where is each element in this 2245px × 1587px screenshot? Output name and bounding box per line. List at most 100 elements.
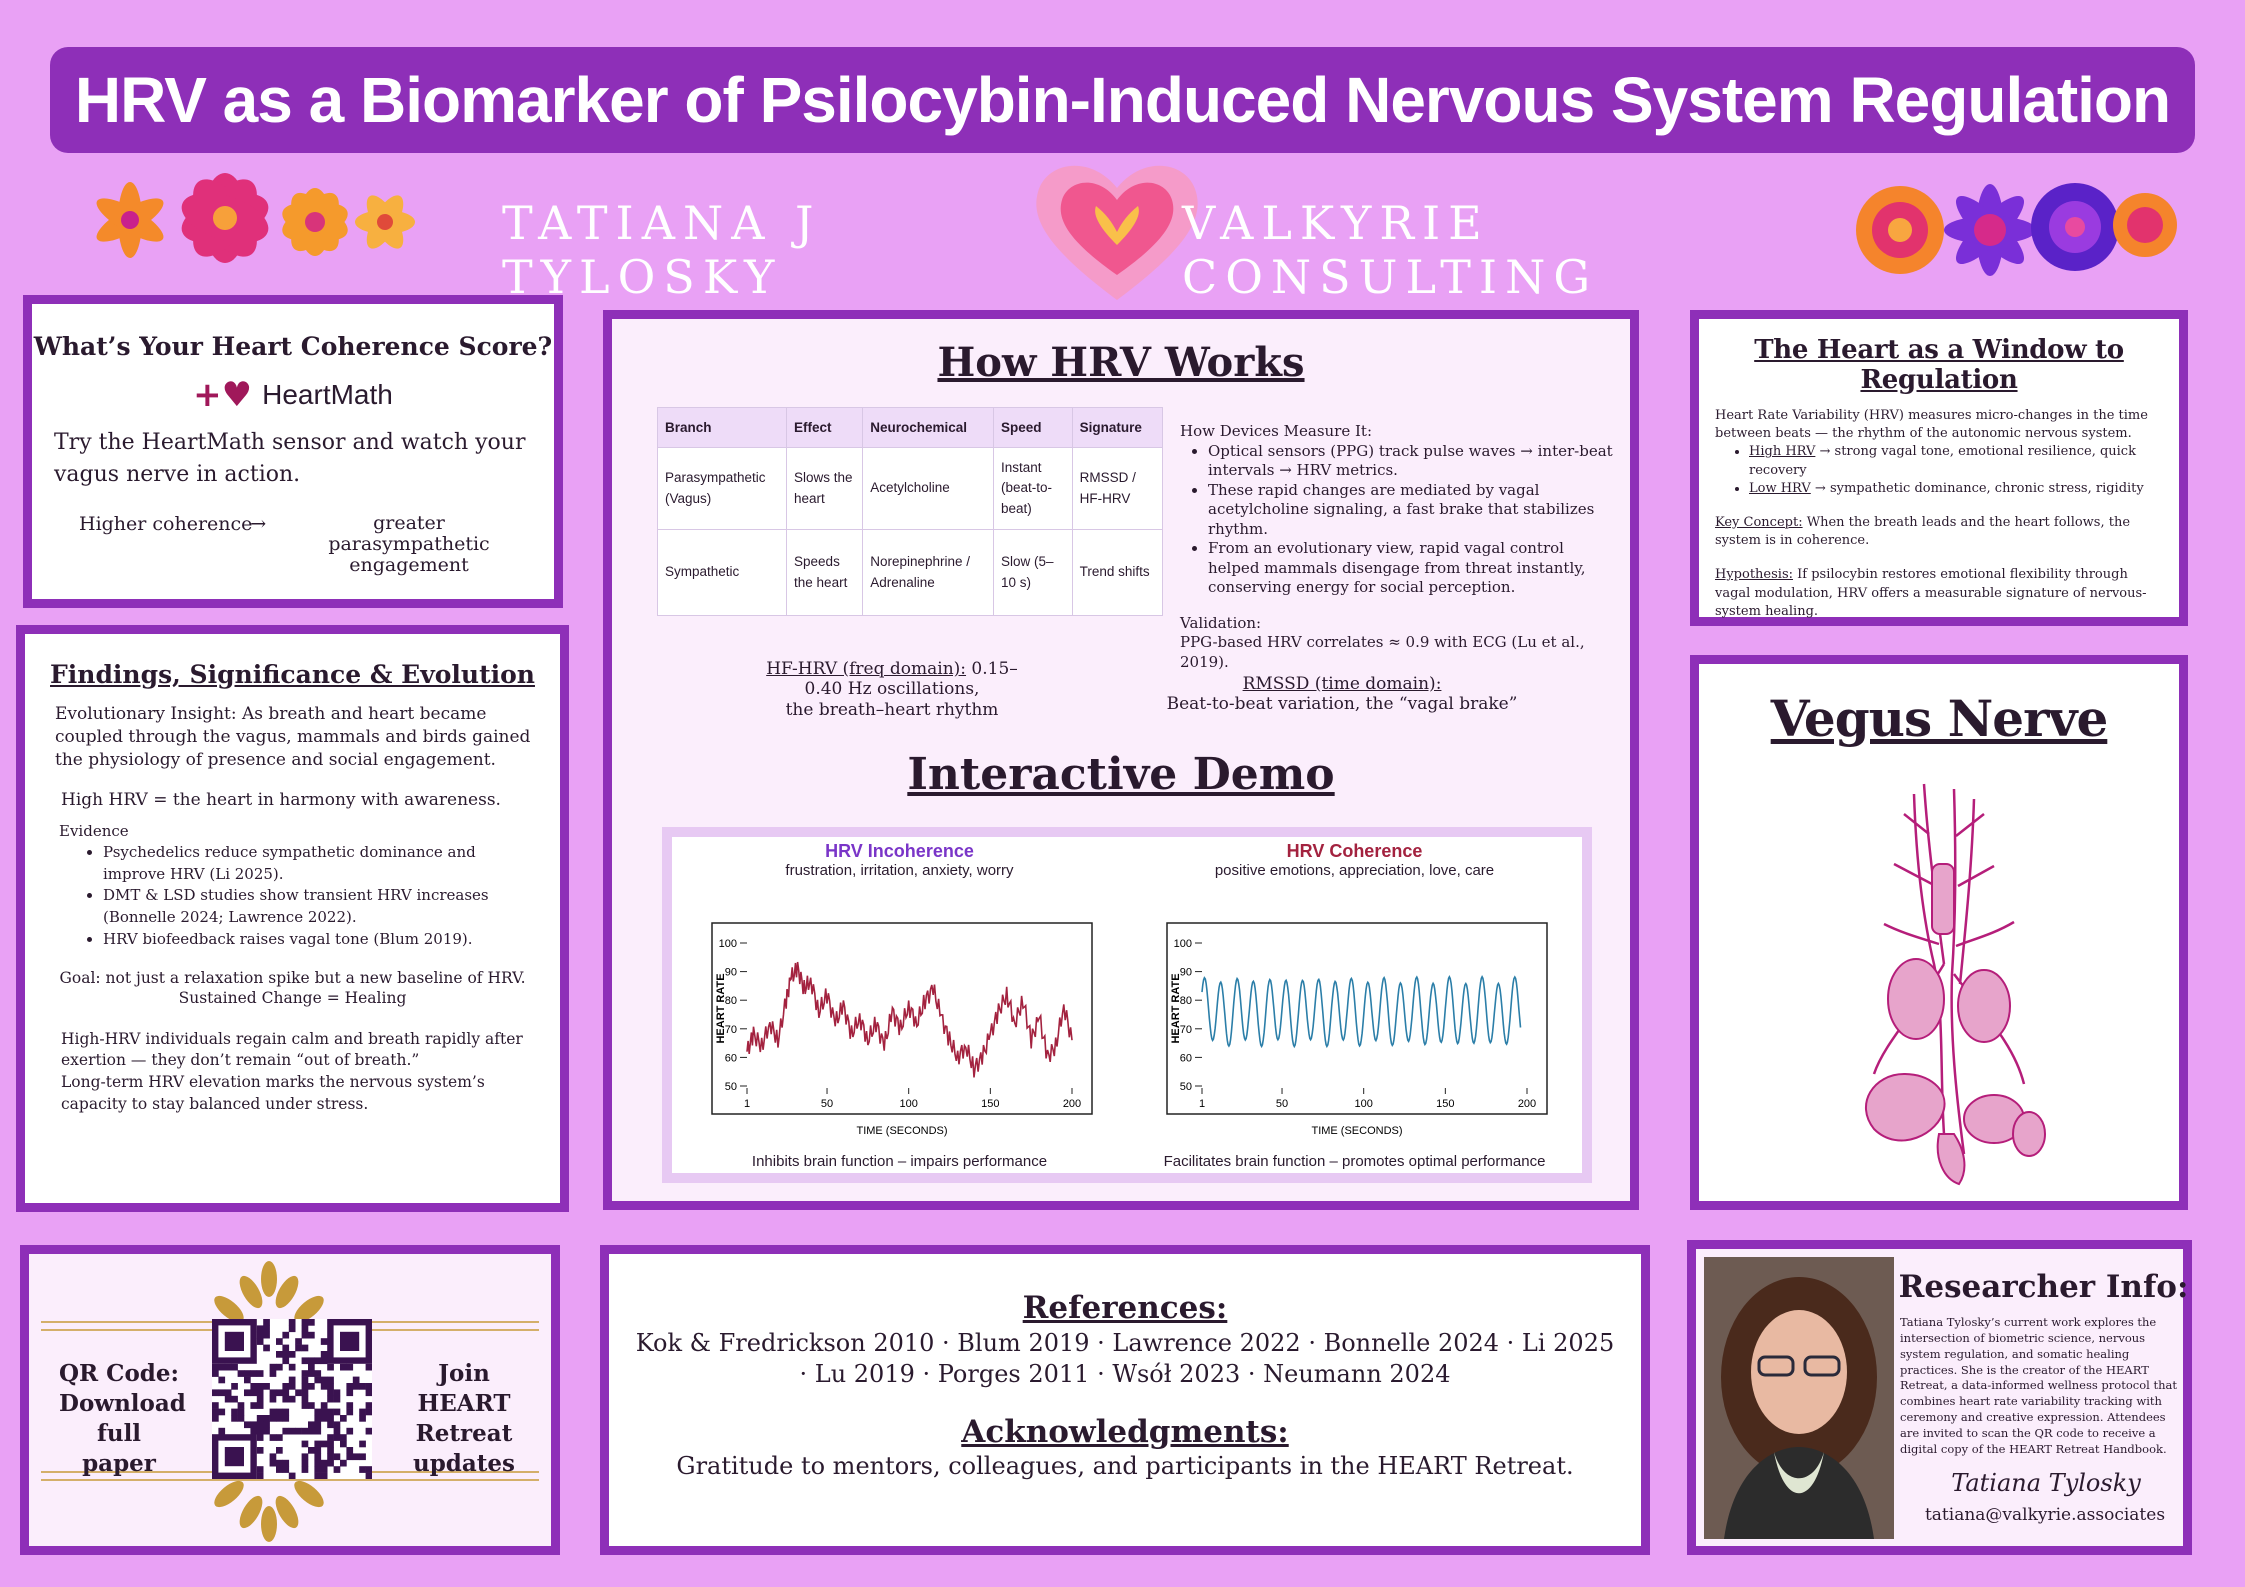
validation-label: Validation: [1180,613,1262,632]
evidence-label: Evidence [59,821,129,840]
qr-module [314,1370,322,1377]
qr-module [231,1363,238,1371]
qr-module [327,1363,334,1371]
qr-module [269,1395,277,1403]
qr-module [231,1395,238,1403]
qr-module [250,1370,258,1377]
findings-harmony: High HRV = the heart in harmony with awa… [61,789,501,810]
qr-code[interactable] [212,1319,372,1479]
researcher-photo [1704,1257,1894,1539]
qr-finder [224,1447,244,1467]
chart-caption: Inhibits brain function – impairs perfor… [751,1153,1048,1170]
qr-module [333,1434,341,1441]
heart-window-heading: The Heart as a Window to Regulation [1754,335,2124,395]
y-tick-label: 60 [725,1052,737,1064]
table-cell: Sympathetic [656,529,788,616]
hypothesis: Hypothesis: If psilocybin restores emoti… [1715,566,2163,621]
x-tick-label: 150 [981,1098,999,1110]
qr-module [256,1447,264,1454]
qr-module [327,1421,334,1429]
qr-module [288,1427,296,1435]
table-row: Parasympathetic (Vagus) Slows the heart … [656,447,1164,530]
qr-module [212,1363,219,1371]
series-line [1201,975,1522,1049]
evidence-item: Psychedelics reduce sympathetic dominanc… [103,842,536,886]
qr-module [327,1453,334,1461]
qr-module [327,1383,334,1390]
qr-module [288,1351,296,1358]
qr-module [320,1408,328,1416]
y-tick-label: 60 [1180,1052,1192,1064]
high-hrv-label: High HRV [1749,444,1816,460]
researcher-bio: Tatiana Tylosky’s current work explores … [1900,1315,2177,1456]
table-cell: Slow (5–10 s) [993,529,1073,616]
qr-module [333,1453,341,1461]
qr-module [218,1408,226,1416]
qr-module [333,1421,341,1429]
qr-module [301,1389,309,1397]
qr-module [333,1389,341,1397]
findings-goal: Goal: not just a relaxation spike but a … [59,968,526,987]
qr-module [301,1325,309,1333]
qr-module [346,1383,354,1390]
qr-module [346,1402,354,1409]
qr-module [301,1453,309,1461]
qr-module [365,1383,372,1390]
researcher-email[interactable]: tatiana@valkyrie.associates [1924,1505,2166,1525]
qr-module [365,1389,372,1397]
qr-module [333,1395,341,1403]
qr-module [308,1427,315,1435]
x-tick-label: 200 [1063,1098,1081,1110]
low-hrv-text: → sympathetic dominance, chronic stress,… [1810,480,2144,496]
how-hrv-heading: How HRV Works [937,339,1305,386]
evidence-list: Psychedelics reduce sympathetic dominanc… [49,842,536,951]
qr-module [231,1408,238,1416]
qr-module [224,1363,232,1371]
findings-panel: Findings, Significance & Evolution Evolu… [16,625,569,1212]
key-concept-text: When the breath leads and the heart foll… [1715,514,2131,549]
qr-module [327,1459,334,1467]
qr-module [308,1319,315,1326]
x-tick-label: 150 [1436,1098,1454,1110]
qr-module [327,1447,334,1454]
y-tick-label: 90 [1180,967,1192,979]
qr-module [295,1427,302,1435]
qr-module [269,1363,277,1371]
hrv-level-item: High HRV → strong vagal tone, emotional … [1749,443,2163,479]
qr-module [256,1421,264,1429]
qr-module [256,1466,264,1473]
qr-module [346,1427,354,1435]
qr-module [308,1447,315,1454]
key-concept-label: Key Concept: [1715,514,1803,530]
qr-module [359,1466,366,1473]
devices-item: From an evolutionary view, rapid vagal c… [1208,539,1620,598]
qr-module [320,1402,328,1409]
qr-module [340,1434,347,1441]
references-line-1: Kok & Fredrickson 2010 · Blum 2019 · Law… [635,1329,1615,1357]
qr-module [263,1331,270,1339]
qr-module [244,1370,251,1377]
references-heading: References: [1022,1290,1228,1326]
table-header: Neurochemical [862,407,995,448]
coherence-heading: What’s Your Heart Coherence Score? [33,332,553,361]
qr-module [212,1370,219,1377]
qr-module [301,1427,309,1435]
qr-module [346,1389,354,1397]
qr-module [263,1427,270,1435]
qr-module [250,1421,258,1429]
coherence-panel: What’s Your Heart Coherence Score? +♥ He… [23,295,563,608]
qr-module [212,1389,219,1397]
y-axis-label: HEART RATE [715,973,727,1043]
qr-finder [340,1331,360,1351]
qr-module [365,1408,372,1416]
qr-download-label: QR Code: Download full paper [59,1360,186,1477]
qr-module [320,1357,328,1365]
qr-module [327,1440,334,1448]
qr-module [224,1395,232,1403]
qr-module [333,1466,341,1473]
researcher-signature: Tatiana Tylosky [1951,1469,2141,1497]
hrv-demo-figure: HRV Incoherence frustration, irritation,… [662,827,1592,1183]
x-axis-label: TIME (SECONDS) [856,1125,947,1137]
qr-module [320,1351,328,1358]
